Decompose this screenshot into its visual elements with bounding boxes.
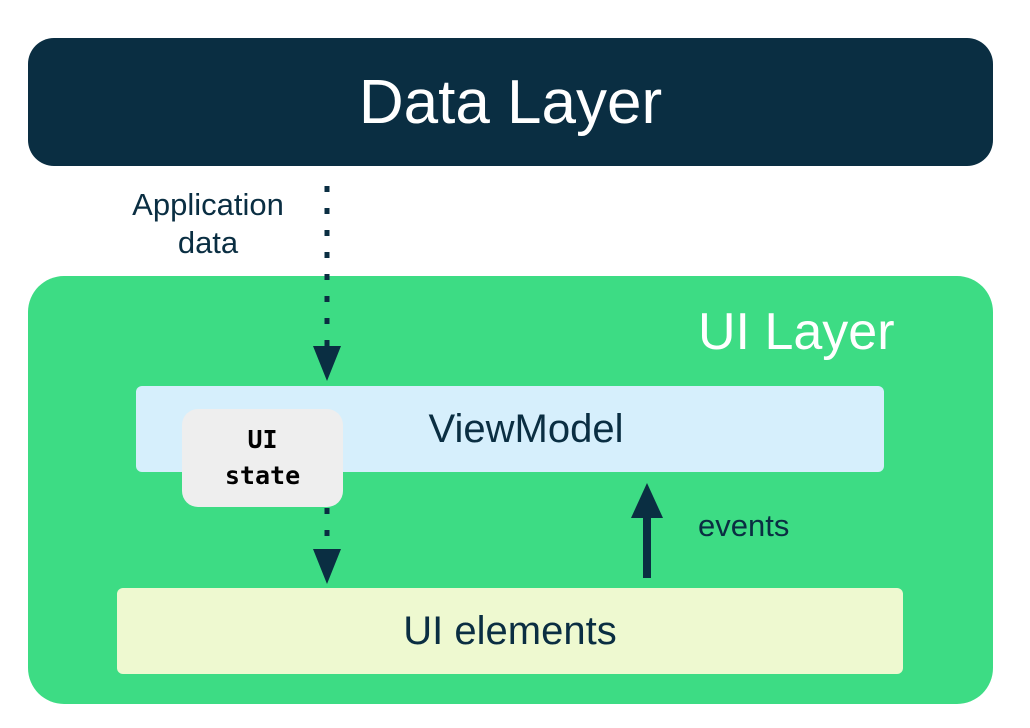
ui-state-line1: UI: [247, 425, 278, 454]
application-data-line1: Application: [132, 187, 284, 222]
ui-layer-title: UI Layer: [698, 303, 895, 361]
events-label: events: [698, 508, 790, 543]
ui-state-badge: UI state: [182, 409, 343, 507]
application-data-line2: data: [177, 225, 239, 260]
ui-elements-box: UI elements: [117, 588, 903, 674]
ui-state-line2: state: [224, 461, 301, 490]
data-layer-label: Data Layer: [358, 67, 663, 137]
events-arrow-head: [631, 483, 663, 518]
data-layer-box: Data Layer: [28, 38, 993, 166]
application-data-label: Application data: [108, 186, 308, 262]
application-data-arrow-head: [313, 346, 341, 381]
ui-state-arrow-head: [313, 549, 341, 584]
viewmodel-label: ViewModel: [428, 406, 624, 451]
ui-elements-label: UI elements: [403, 608, 617, 653]
